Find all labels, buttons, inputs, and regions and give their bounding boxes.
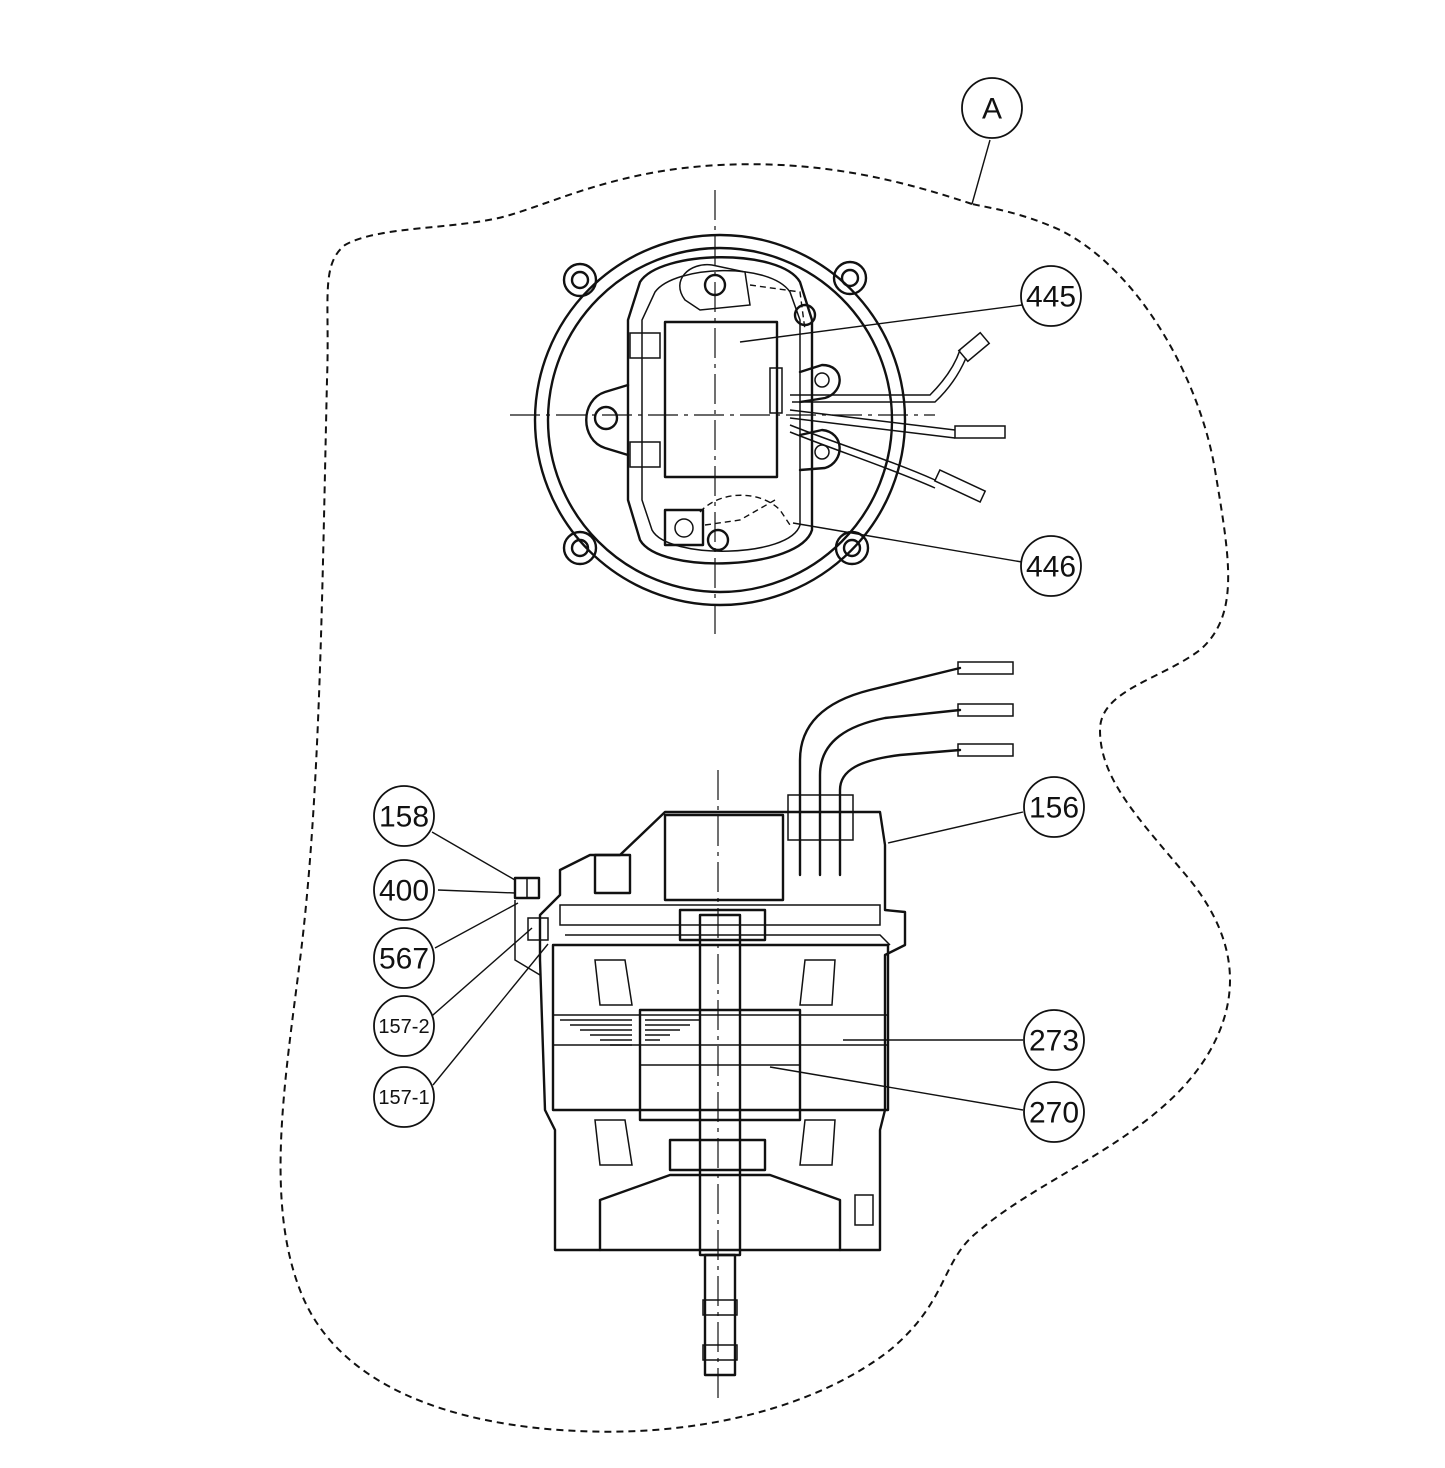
svg-text:156: 156 <box>1029 792 1079 825</box>
callout-157-2: 157-2 <box>373 995 435 1057</box>
callout-273: 273 <box>1023 1009 1085 1071</box>
callout-400: 400 <box>373 859 435 921</box>
detail-label: A <box>961 77 1023 139</box>
callout-270: 270 <box>1023 1081 1085 1143</box>
svg-text:157-1: 157-1 <box>378 1087 429 1109</box>
callout-156: 156 <box>1023 776 1085 838</box>
svg-text:445: 445 <box>1026 281 1076 314</box>
leader-lines <box>424 304 1024 1111</box>
top-view <box>510 190 1006 635</box>
svg-text:158: 158 <box>379 801 429 834</box>
callout-157-1: 157-1 <box>373 1066 435 1128</box>
svg-text:270: 270 <box>1029 1097 1079 1130</box>
callout-446: 446 <box>1020 535 1082 597</box>
svg-text:400: 400 <box>379 875 429 908</box>
callout-445: 445 <box>1020 265 1082 327</box>
svg-text:273: 273 <box>1029 1025 1079 1058</box>
side-view <box>513 661 1014 1400</box>
detail-label-leader <box>971 139 991 205</box>
callout-158: 158 <box>373 785 435 847</box>
svg-text:567: 567 <box>379 943 429 976</box>
callout-567: 567 <box>373 927 435 989</box>
svg-text:A: A <box>982 93 1002 126</box>
svg-text:157-2: 157-2 <box>378 1016 429 1038</box>
detail-boundary <box>279 163 1231 1433</box>
svg-text:446: 446 <box>1026 551 1076 584</box>
